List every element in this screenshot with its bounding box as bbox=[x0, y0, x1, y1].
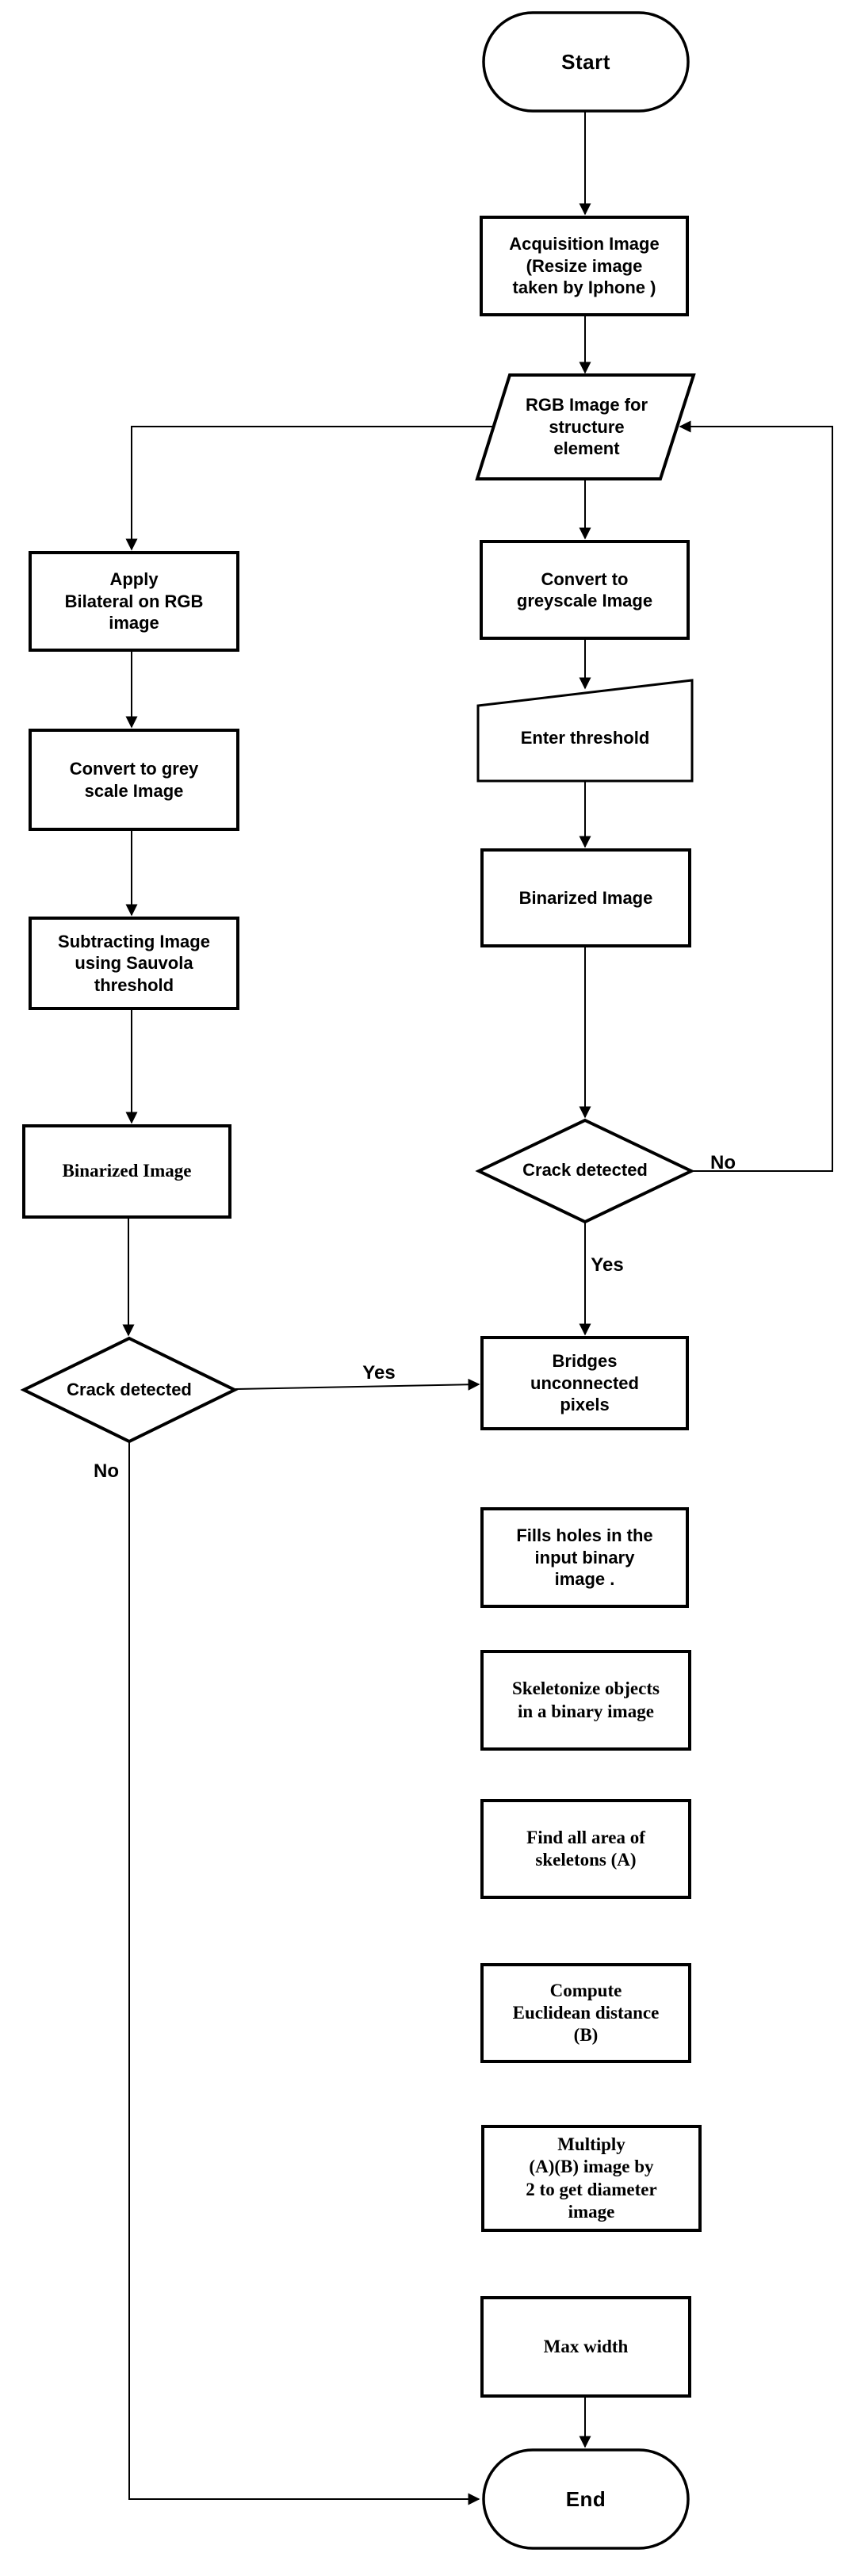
crack-left-label: Crack detected bbox=[67, 1380, 192, 1400]
end-terminator-shape bbox=[482, 2448, 690, 2550]
edge-rgb-to-apply-bilateral bbox=[125, 426, 493, 551]
crack-left-yes-label: Yes bbox=[362, 1362, 396, 1384]
fills-holes-process-shape bbox=[480, 1507, 689, 1608]
enter-threshold-label: Enter threshold bbox=[520, 727, 650, 748]
max-width-process-shape bbox=[480, 2296, 691, 2398]
acquisition-process-shape bbox=[480, 216, 689, 316]
bridges-label: Bridges unconnected pixels bbox=[530, 1351, 639, 1415]
crack-right-yes-label: Yes bbox=[591, 1254, 624, 1276]
binarized-left-label: Binarized Image bbox=[62, 1161, 192, 1181]
max-width-label: Max width bbox=[543, 2336, 629, 2356]
multiply-process-shape bbox=[481, 2125, 702, 2232]
edge-crack-left-yes-to-bridges bbox=[235, 1378, 480, 1391]
compute-euclidean-process-shape bbox=[480, 1963, 691, 2063]
convert-greyscale-right-process-shape bbox=[480, 540, 690, 640]
crack-right-label: Crack detected bbox=[522, 1160, 648, 1181]
convert-greyscale-right-label: Convert to greyscale Image bbox=[516, 568, 653, 611]
binarized-right-label: Binarized Image bbox=[518, 887, 653, 908]
apply-bilateral-process-shape bbox=[29, 551, 239, 652]
skeletonize-process-shape bbox=[480, 1650, 691, 1751]
convert-grey-left-process-shape bbox=[29, 729, 239, 831]
convert-grey-left-label: Convert to grey scale Image bbox=[69, 759, 199, 801]
binarized-right-process-shape bbox=[480, 848, 691, 947]
binarized-left-process-shape bbox=[22, 1124, 231, 1219]
crack-left-no-label: No bbox=[94, 1460, 119, 1482]
crack-right-no-label: No bbox=[710, 1152, 736, 1173]
apply-bilateral-label: Apply Bilateral on RGB image bbox=[64, 569, 204, 633]
crack-right-decision-diamond-shape bbox=[475, 1118, 695, 1224]
bridges-process-shape bbox=[480, 1336, 689, 1430]
subtract-sauvola-label: Subtracting Image using Sauvola threshol… bbox=[58, 931, 210, 995]
rgb-structure-parallelogram-shape bbox=[475, 373, 696, 480]
end-label: End bbox=[565, 2486, 606, 2511]
edge-crack-right-no-loop bbox=[679, 420, 833, 1172]
compute-euclidean-label: Compute Euclidean distance (B) bbox=[512, 1980, 660, 2046]
start-terminator-shape bbox=[482, 11, 690, 113]
skeletonize-label: Skeletonize objects in a binary image bbox=[512, 1678, 660, 1721]
subtract-sauvola-process-shape bbox=[29, 917, 239, 1010]
fills-holes-label: Fills holes in the input binary image . bbox=[516, 1525, 653, 1590]
enter-threshold-manual-input-shape bbox=[476, 679, 694, 783]
multiply-label: Multiply (A)(B) image by 2 to get diamet… bbox=[526, 2134, 657, 2222]
crack-left-decision-diamond-shape bbox=[20, 1336, 239, 1444]
edge-crack-left-no-to-end bbox=[128, 1441, 480, 2505]
acquisition-label: Acquisition Image (Resize image taken by… bbox=[509, 234, 660, 298]
find-area-label: Find all area of skeletons (A) bbox=[526, 1827, 645, 1870]
find-area-process-shape bbox=[480, 1799, 691, 1899]
start-label: Start bbox=[561, 49, 610, 74]
rgb-structure-label: RGB Image for structure element bbox=[525, 395, 648, 459]
